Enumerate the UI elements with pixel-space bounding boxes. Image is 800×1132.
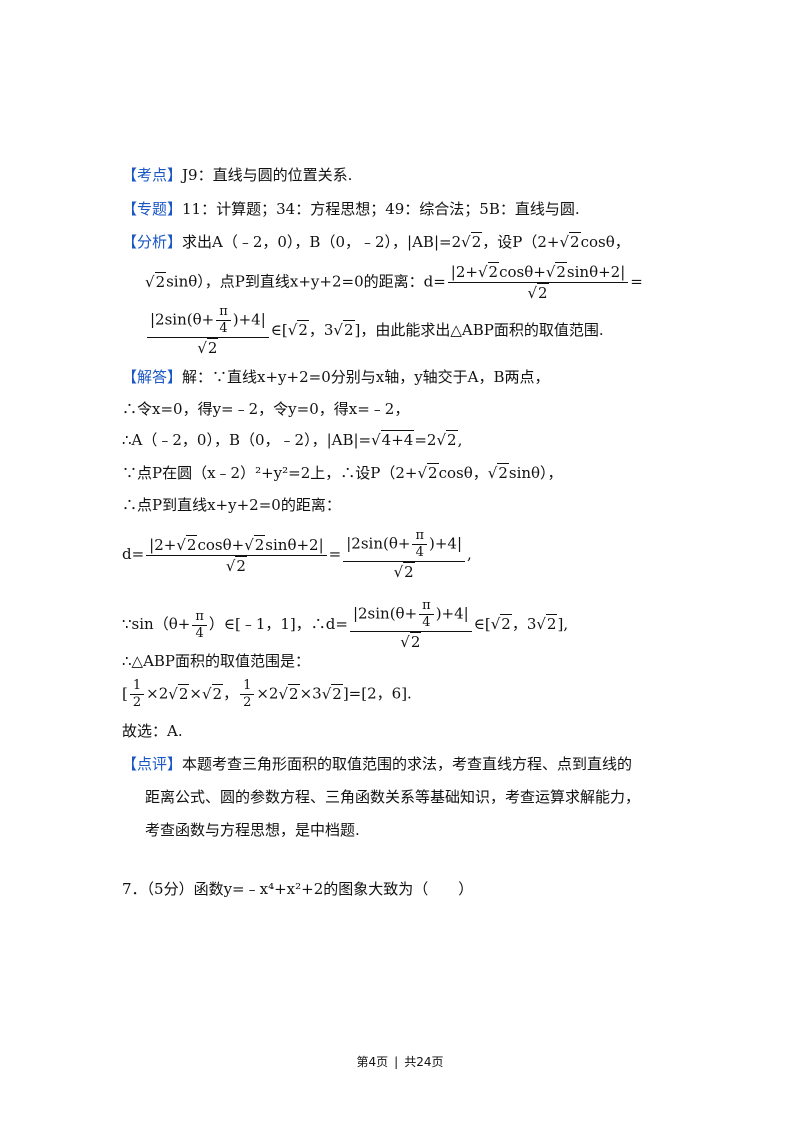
page-total: 共24页 [404,1055,444,1069]
jieda-text: ∵点P在圆（x﹣2）²+y²=2上，∴设P（2+ [122,464,418,482]
question-7: 7．（5分）函数y=﹣x⁴+x²+2的图象大致为（ ） [122,878,473,900]
dianping-text: 距离公式、圆的参数方程、三角函数关系等基础知识，考查运算求解能力， [145,788,641,806]
jieda-line-10: 故选：A. [122,720,183,742]
jieda-text: d= [122,545,145,563]
dianping-text: 考查函数与方程思想，是中档题. [145,821,360,839]
jieda-text: ]=[2，6]. [342,684,412,703]
jieda-text: = [328,545,342,563]
kaodian-text: J9：直线与圆的位置关系. [182,166,353,184]
dianping-text: 本题考查三角形面积的取值范围的求法，考查直线方程、点到直线的 [182,755,633,773]
fenxi-text: ，设P（2+ [482,233,560,251]
jieda-line-3: ∴A（﹣2，0），B（0，﹣2），|AB|=√4+4=2√2, [122,429,462,451]
fenxi-text: cosθ， [580,233,630,251]
zhuanti-tag: 【专题】 [122,200,183,218]
zhuanti-line: 【专题】11：计算题；34：方程思想；49：综合法；5B：直线与圆. [122,198,580,220]
jieda-text: sinθ）， [508,464,563,482]
question-text: 7．（5分）函数y=﹣x⁴+x²+2的图象大致为（ ） [122,880,474,898]
dianping-tag: 【点评】 [122,755,183,773]
fenxi-line-2: √2sinθ），点P到直线x+y+2=0的距离：d=|2+√2cosθ+√2si… [145,262,643,303]
sqrt-symbol: √2 [487,463,509,482]
fenxi-text: sinθ），点P到直线x+y+2=0的距离：d= [166,272,446,291]
kaodian-tag: 【考点】 [122,166,183,184]
fenxi-text: ∈[ [270,321,288,339]
jieda-line-5: ∴点P到直线x+y+2=0的距离： [122,494,341,516]
jieda-text: , [457,431,463,449]
sqrt-symbol: √2 [417,463,439,482]
fenxi-line-1: 【分析】求出A（﹣2，0），B（0，﹣2），|AB|=2√2，设P（2+√2co… [122,231,630,253]
jieda-text: cosθ， [438,464,488,482]
page-number: 第4页 [356,1055,389,1069]
fenxi-tag: 【分析】 [122,233,183,251]
jieda-text: ∴A（﹣2，0），B（0，﹣2），|AB|= [122,431,372,449]
jieda-text: ）∈[﹣1，1]，∴d= [208,615,348,633]
jieda-tag: 【解答】 [122,368,183,386]
fenxi-text: = [630,272,643,291]
sqrt-symbol: √2 [145,271,167,291]
kaodian-line: 【考点】J9：直线与圆的位置关系. [122,164,352,186]
jieda-text: 解：∵直线x+y+2=0分别与x轴，y轴交于A，B两点， [182,368,550,386]
jieda-line-1: 【解答】解：∵直线x+y+2=0分别与x轴，y轴交于A，B两点， [122,366,550,388]
jieda-text: 故选：A. [122,722,183,740]
zhuanti-text: 11：计算题；34：方程思想；49：综合法；5B：直线与圆. [182,200,580,218]
jieda-line-2: ∴令x=0，得y=﹣2，令y=0，得x=﹣2， [122,398,409,420]
jieda-text: ×2 [256,684,279,703]
sqrt-symbol: √2 [559,232,581,251]
fenxi-text: ]，由此能求出△ABP面积的取值范围. [354,321,604,339]
fenxi-text: 求出A（﹣2，0），B（0，﹣2），|AB|=2 [182,233,462,251]
sqrt-symbol: √2 [436,430,458,449]
jieda-text: ∈[ [473,615,491,633]
fraction-distance: |2+√2cosθ+√2sinθ+2|√2 [146,534,327,576]
jieda-text: ，3 [511,615,537,633]
jieda-text: ∴△ABP面积的取值范围是： [122,652,311,670]
footer-separator: | [394,1055,399,1069]
jieda-text: [ [122,684,128,703]
jieda-line-8: ∴△ABP面积的取值范围是： [122,650,310,672]
jieda-text: ∴点P到直线x+y+2=0的距离： [122,496,341,514]
sqrt-symbol: √4+4 [371,430,415,449]
page-footer: 第4页 | 共24页 [0,1053,800,1070]
jieda-text: ∵sin（θ+ [122,615,191,633]
dianping-line-3: 考查函数与方程思想，是中档题. [145,819,360,841]
dianping-line-1: 【点评】本题考查三角形面积的取值范围的求法，考查直线方程、点到直线的 [122,753,632,775]
jieda-text: ×3 [299,684,322,703]
jieda-text: ， [223,684,239,703]
jieda-text: × [189,684,202,703]
dianping-line-2: 距离公式、圆的参数方程、三角函数关系等基础知识，考查运算求解能力， [145,786,640,808]
fenxi-text: ，3 [308,321,334,339]
sqrt-symbol: √2 [461,232,483,251]
jieda-line-4: ∵点P在圆（x﹣2）²+y²=2上，∴设P（2+√2cosθ，√2sinθ）， [122,462,563,484]
jieda-text: =2 [414,431,437,449]
jieda-text: , [467,545,472,563]
fraction-distance: |2+√2cosθ+√2sinθ+2|√2 [447,262,629,303]
jieda-text: ∴令x=0，得y=﹣2，令y=0，得x=﹣2， [122,400,410,418]
jieda-text: ], [557,615,569,633]
jieda-text: ×2 [146,684,169,703]
